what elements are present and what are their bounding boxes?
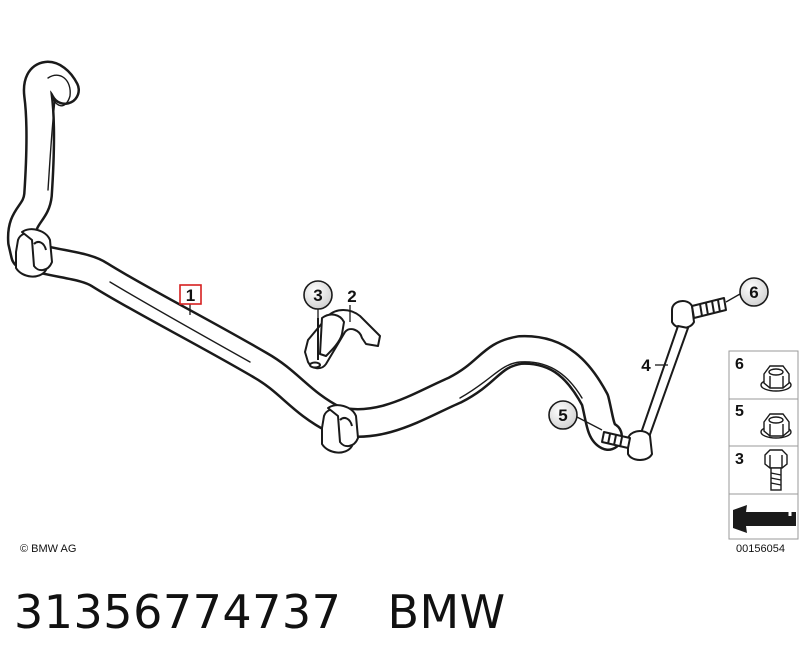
- callout-1-label: 1: [186, 286, 195, 305]
- callout-4: 4: [641, 356, 651, 375]
- drawing-number: 00156054: [736, 543, 785, 555]
- flange-nut-icon: [760, 365, 792, 392]
- brand-name: BMW: [387, 585, 506, 639]
- callout-5-label: 5: [558, 406, 567, 425]
- stabilizer-bar-end-eye: [47, 74, 71, 107]
- bushing-center: [321, 404, 359, 454]
- callout-4-label: 4: [641, 356, 651, 375]
- part-number: 31356774737: [14, 585, 342, 639]
- stabilizer-bar-outline: [6, 60, 623, 451]
- callout-1: 1: [179, 284, 202, 305]
- leader-lines: [189, 293, 741, 431]
- stabilizer-link: [601, 297, 727, 461]
- stabilizer-bar-body: [9, 63, 621, 449]
- hex-bolt-icon: [764, 449, 788, 491]
- legend-item-3-number: 3: [735, 451, 744, 468]
- stabilizer-bar-shading: [47, 99, 583, 399]
- legend-item-6: 6: [735, 356, 792, 392]
- callout-5: 5: [548, 400, 578, 430]
- bushing-left: [15, 228, 53, 278]
- legend-item-6-number: 6: [735, 356, 744, 373]
- legend-item-5: 5: [735, 403, 792, 439]
- rubber-mount-bushing: [304, 309, 381, 370]
- callout-6-label: 6: [749, 283, 758, 302]
- callout-6: 6: [739, 277, 769, 307]
- part-caption: 31356774737 BMW: [14, 582, 506, 642]
- parts-diagram: 1 2 3 4 5 6 6: [6, 60, 799, 555]
- legend-item-3: 3: [735, 449, 788, 491]
- callout-3-label: 3: [313, 286, 322, 305]
- stabilizer-bar: [6, 60, 623, 451]
- callout-2: 2: [347, 287, 356, 306]
- copyright-text: © BMW AG: [20, 543, 76, 555]
- callout-2-label: 2: [347, 287, 356, 306]
- legend-item-5-number: 5: [735, 403, 744, 420]
- drawing-arrow-icon: [733, 505, 796, 533]
- callout-1-highlight-box: [179, 284, 202, 305]
- callout-3: 3: [303, 280, 333, 310]
- self-locking-nut-icon: [760, 413, 792, 439]
- legend-panel: 6 5 3: [728, 350, 799, 540]
